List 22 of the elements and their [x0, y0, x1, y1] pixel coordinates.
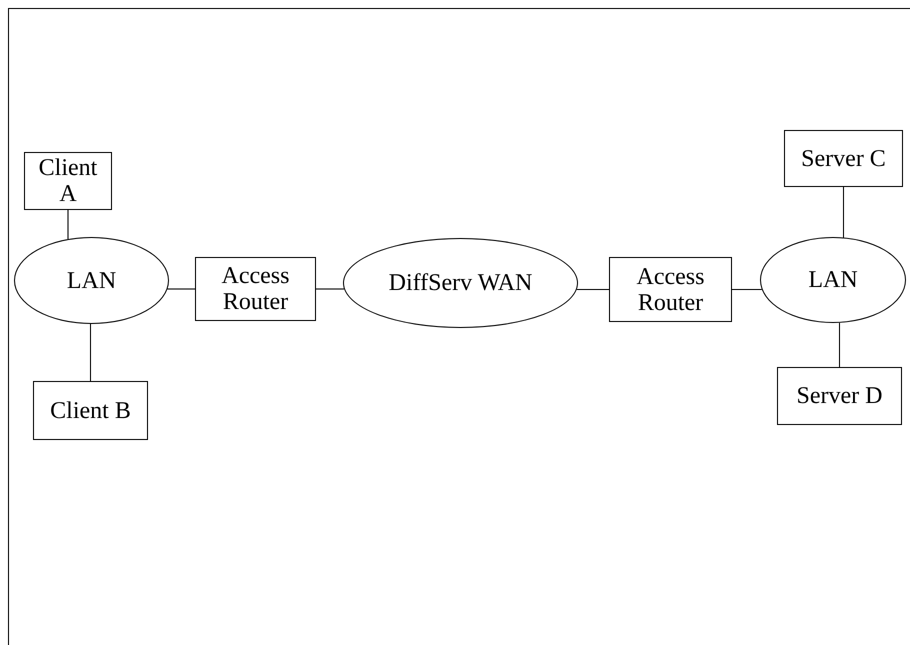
node-label: Access Router: [636, 264, 706, 316]
node-label: Client B: [49, 398, 132, 424]
device-box: [195, 257, 316, 321]
connector-line: [167, 288, 196, 290]
node-label: LAN: [66, 268, 118, 294]
connector-line: [839, 322, 840, 368]
connector-line: [732, 289, 762, 290]
device-box: [784, 130, 903, 187]
connector-line: [843, 186, 844, 238]
node-label: DiffServ WAN: [388, 270, 534, 296]
device-box: [777, 367, 902, 425]
node-label: Access Router: [220, 263, 290, 315]
node-label: LAN: [807, 267, 859, 293]
device-box: [24, 152, 112, 210]
connector-line: [576, 289, 610, 290]
device-box: [609, 257, 732, 322]
connector-line: [90, 324, 91, 382]
node-label: Server C: [800, 146, 887, 172]
node-label: Server D: [796, 383, 884, 409]
device-box: [33, 381, 148, 440]
node-label: Client A: [38, 155, 98, 207]
connector-line: [316, 288, 345, 290]
